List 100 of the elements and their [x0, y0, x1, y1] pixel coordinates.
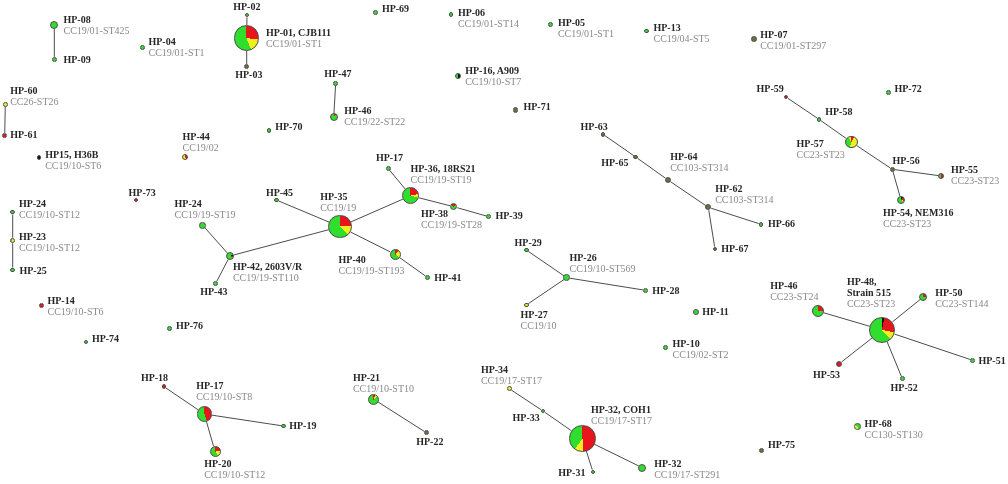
haplotype-label: HP-14 — [47, 295, 75, 307]
haplotype-label: HP-39 — [495, 210, 523, 222]
connector-line — [894, 169, 939, 177]
haplotype-label: HP-65 — [601, 157, 629, 169]
haplotype-label: HP-46 — [344, 105, 372, 117]
sequence-type-label: CC23-ST23 — [882, 218, 932, 230]
haplotype-label: HP-58 — [825, 106, 853, 118]
connector-line — [349, 231, 391, 253]
connector-line — [787, 97, 818, 119]
sequence-type-label: CC19/19 — [320, 202, 357, 214]
connector-line — [418, 197, 451, 207]
haplotype-label: HP-45 — [265, 186, 294, 198]
sequence-type-label: CC23-ST24 — [770, 291, 819, 303]
haplotype-label: HP-75 — [767, 439, 796, 451]
sequence-type-label: CC19/10-ST12 — [204, 469, 266, 481]
connector-line — [856, 145, 891, 169]
connector-line — [205, 420, 214, 447]
connector-line — [333, 85, 337, 114]
haplotype-label: HP-17 — [196, 380, 224, 392]
connector-line — [670, 181, 707, 207]
sequence-type-label: CC130-ST130 — [864, 429, 923, 441]
haplotype-label: HP-27 — [520, 308, 548, 320]
haplotype-label: HP-61 — [10, 129, 38, 141]
haplotype-label: HP-50 — [935, 287, 963, 299]
haplotype-label: HP-16, A909 — [465, 65, 520, 77]
sequence-type-label: CC103-ST314 — [715, 193, 774, 205]
connector-line — [211, 414, 282, 427]
connector-line — [894, 333, 971, 361]
connector-line — [708, 209, 716, 248]
haplotype-label: HP-05 — [557, 16, 586, 28]
haplotype-label: HP-13 — [653, 22, 681, 34]
connector-line — [544, 411, 572, 432]
connector-line — [637, 157, 667, 179]
haplotype-label: HP-68 — [864, 418, 892, 430]
connector-line — [246, 50, 248, 65]
connector-line — [841, 337, 873, 363]
connector-line — [527, 250, 565, 277]
haplotype-label: HP-48, Strain 515 — [846, 276, 893, 299]
sequence-type-label: CC19/10-ST569 — [569, 262, 636, 274]
connector-line — [246, 16, 248, 26]
haplotype-label: HP-32 — [654, 457, 682, 469]
haplotype-label: HP-28 — [652, 285, 680, 297]
haplotype-label: HP-35 — [320, 191, 348, 203]
haplotype-label: HP-24 — [174, 197, 202, 209]
sequence-type-label: CC19/19-ST19 — [410, 174, 472, 186]
haplotype-label: HP-20 — [204, 458, 232, 470]
connector-line — [822, 312, 871, 327]
haplotype-label: HP-17 — [375, 151, 404, 163]
connector-line — [585, 450, 593, 471]
haplotype-label: HP-19 — [289, 420, 317, 432]
connector-line — [12, 213, 14, 239]
haplotype-label: HP-60 — [10, 85, 38, 97]
connector-line — [204, 227, 228, 254]
sequence-type-label: CC19/04-ST5 — [653, 33, 710, 45]
sequence-type-label: CC103-ST314 — [670, 162, 729, 174]
sequence-type-label: CC23-ST23 — [846, 298, 896, 310]
sequence-type-label: CC19/10 — [520, 319, 557, 331]
connector-line — [377, 401, 425, 432]
sequence-type-label: CC19/01-ST1 — [148, 47, 205, 59]
connector-line — [165, 387, 199, 411]
haplotype-label: HP-43 — [200, 286, 228, 298]
haplotype-label: HP-67 — [721, 242, 749, 254]
haplotype-label: HP-02 — [233, 1, 261, 13]
haplotype-label: HP-18 — [140, 371, 169, 383]
connector-line — [892, 171, 901, 197]
sequence-type-label: CC19/02-ST2 — [672, 349, 729, 361]
haplotype-label: HP-53 — [812, 369, 841, 381]
sequence-type-label: CC23-ST23 — [950, 175, 1000, 187]
haplotype-label: HP-23 — [18, 230, 47, 242]
sequence-type-label: CC19/19-ST28 — [420, 219, 483, 231]
haplotype-label: HP-70 — [275, 121, 303, 133]
connector-line — [527, 279, 565, 305]
haplotype-label: HP15, H36B — [45, 148, 99, 160]
haplotype-label: HP-07 — [760, 28, 788, 40]
sequence-type-label: CC19/19-ST19 — [174, 208, 236, 220]
haplotype-label: HP-42, 2603V/R — [232, 261, 303, 273]
sequence-type-label: CC19/10-ST12 — [18, 208, 80, 220]
haplotype-label: HP-40 — [338, 254, 366, 266]
connector-line — [389, 169, 406, 190]
haplotype-label: HP-72 — [894, 82, 922, 94]
haplotype-label: HP-59 — [756, 83, 784, 95]
sequence-type-label: CC19/17-ST17 — [480, 375, 542, 387]
connector-line — [4, 106, 6, 134]
haplotype-label: HP-11 — [702, 306, 729, 318]
haplotype-label: HP-76 — [175, 320, 204, 332]
haplotype-label: HP-41 — [434, 271, 462, 283]
connector-line — [820, 120, 847, 139]
sequence-type-label: CC19/19-ST193 — [338, 265, 405, 277]
connector-line — [216, 259, 229, 282]
connector-line — [53, 28, 55, 58]
haplotype-label: HP-55 — [950, 164, 979, 176]
sequence-type-label: CC19/10-ST6 — [45, 159, 102, 171]
sequence-type-label: CC19/01-ST425 — [63, 25, 130, 37]
haplotype-label: HP-03 — [235, 69, 263, 81]
sequence-type-label: CC19/01-ST297 — [760, 39, 827, 51]
haplotype-label: HP-64 — [670, 151, 698, 163]
haplotype-label: HP-46 — [770, 280, 798, 292]
haplotype-label: HP-21 — [352, 371, 381, 383]
sequence-type-label: CC23-ST144 — [935, 298, 989, 310]
haplotype-label: HP-26 — [569, 251, 597, 263]
